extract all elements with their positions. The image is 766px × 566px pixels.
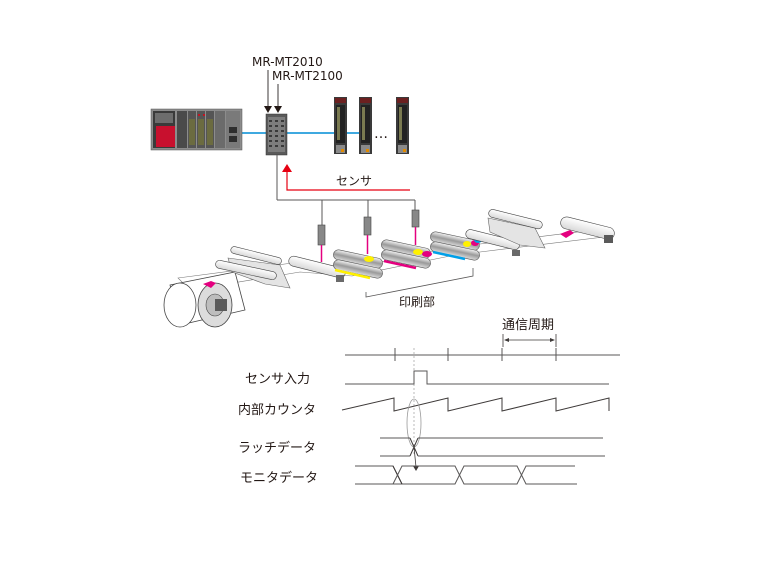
module-pointer-arrows <box>264 70 282 113</box>
printing-line <box>163 209 615 328</box>
print-unit-cyan <box>430 231 482 261</box>
supply-roll <box>163 271 246 328</box>
module-label-mr-mt2010: MR-MT2010 <box>252 55 323 69</box>
comm-cycle-label: 通信周期 <box>502 318 554 333</box>
print-unit-yellow <box>333 249 383 280</box>
sensor-signal-arrow <box>282 164 410 191</box>
guide-roller-unit-4 <box>487 209 546 249</box>
sensor-label: センサ <box>336 174 372 188</box>
row-label-internal-counter: 内部カウンタ <box>238 402 316 418</box>
comm-cycle-dimension <box>502 334 557 347</box>
servo-amplifier-3 <box>396 97 409 154</box>
printing-section-bracket <box>365 268 474 298</box>
internal-counter-waveform <box>341 397 610 412</box>
time-axis <box>345 348 620 361</box>
mr-mt-module <box>265 113 288 156</box>
servo-amplifier-1 <box>334 97 347 154</box>
servo-amplifier-2 <box>359 97 372 154</box>
sensor-3 <box>411 209 420 245</box>
latch-data-waveform <box>380 437 605 457</box>
sensor-2 <box>363 216 372 254</box>
sensor-1 <box>317 224 326 262</box>
sensor-input-waveform <box>345 370 609 385</box>
module-label-mr-mt2100: MR-MT2100 <box>272 69 343 83</box>
printing-section-label: 印刷部 <box>399 294 435 309</box>
rewind-roll <box>560 216 615 243</box>
guide-roller-3 <box>465 229 520 256</box>
monitor-data-waveform <box>355 465 577 485</box>
ellipsis-more-amplifiers: … <box>374 126 388 142</box>
web-direction-arrow-1 <box>203 281 216 288</box>
row-label-latch-data: ラッチデータ <box>238 440 316 456</box>
row-label-sensor-input: センサ入力 <box>245 372 310 387</box>
guide-roller-2 <box>288 255 346 282</box>
print-unit-magenta <box>381 239 432 270</box>
plc-controller <box>150 108 243 151</box>
guide-roller-unit-1 <box>215 246 291 289</box>
web-direction-arrow-2 <box>560 230 574 238</box>
row-label-monitor-data: モニタデータ <box>240 470 318 486</box>
